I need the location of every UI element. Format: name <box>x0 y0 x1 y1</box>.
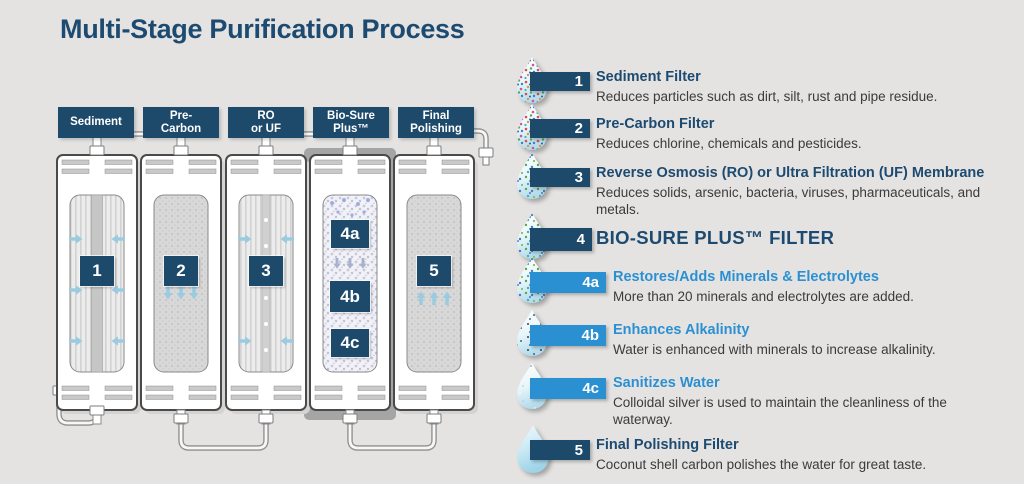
legend-description: Colloidal silver is used to maintain the… <box>613 395 947 427</box>
page-title: Multi-Stage Purification Process <box>60 14 465 44</box>
cartridge-badge-5: 5 <box>417 256 451 286</box>
stage-number-badge: 3 <box>530 168 590 187</box>
upward-flow-arrows <box>416 291 452 305</box>
legend-description: Reduces solids, arsenic, bacteria, virus… <box>596 185 981 217</box>
stage-number-badge: 1 <box>530 72 590 91</box>
stage-number-badge: 2 <box>530 119 590 138</box>
filter-cartridge-2 <box>140 133 225 425</box>
legend-title: Reverse Osmosis (RO) or Ultra Filtration… <box>596 165 985 181</box>
cartridge-badge-4b: 4b <box>330 281 370 312</box>
stage-number-badge: 4c <box>530 378 606 399</box>
legend-title: Pre-Carbon Filter <box>596 116 715 132</box>
downward-flow-arrows <box>163 286 199 300</box>
legend-title: Sediment Filter <box>596 69 701 85</box>
stage-number-badge: 4 <box>530 228 592 251</box>
legend-title: Sanitizes Water <box>613 375 720 391</box>
legend-description: Reduces chlorine, chemicals and pesticid… <box>596 136 862 151</box>
stage-label-sediment: Sediment <box>58 107 134 138</box>
cartridge-badge-4a: 4a <box>331 220 369 248</box>
stage-label-ro-uf: RO or UF <box>228 107 304 138</box>
legend-title: Restores/Adds Minerals & Electrolytes <box>613 269 879 285</box>
purification-diagram <box>52 128 494 451</box>
filter-cartridge-4 <box>309 133 391 425</box>
legend-description: Reduces particles such as dirt, silt, ru… <box>596 89 938 104</box>
legend: 1 Sediment Filter Reduces particles such… <box>512 0 1024 484</box>
legend-description: Coconut shell carbon polishes the water … <box>596 457 927 472</box>
legend-title: BIO-SURE PLUS™ FILTER <box>596 227 835 248</box>
legend-description: Water is enhanced with minerals to incre… <box>613 342 936 357</box>
outlet-nozzle <box>478 147 494 158</box>
legend-description: More than 20 minerals and electrolytes a… <box>613 289 914 304</box>
stage-number-badge: 4a <box>530 272 606 293</box>
cartridge-badge-1: 1 <box>80 256 114 286</box>
stage-label-biosure-plus: Bio-Sure Plus™ <box>313 107 389 138</box>
cartridge-badge-3: 3 <box>249 256 283 286</box>
stage-number-badge: 5 <box>530 440 590 460</box>
stage-label-pre-carbon: Pre- Carbon <box>143 107 219 138</box>
stage-number-badge: 4b <box>530 325 606 346</box>
cartridge-badge-4c: 4c <box>331 329 369 357</box>
cartridge-badge-2: 2 <box>164 256 198 286</box>
legend-title: Enhances Alkalinity <box>613 322 750 338</box>
stage-label-final-polishing: Final Polishing <box>398 107 474 138</box>
filter-cartridge-3 <box>225 133 310 425</box>
legend-title: Final Polishing Filter <box>596 437 739 453</box>
